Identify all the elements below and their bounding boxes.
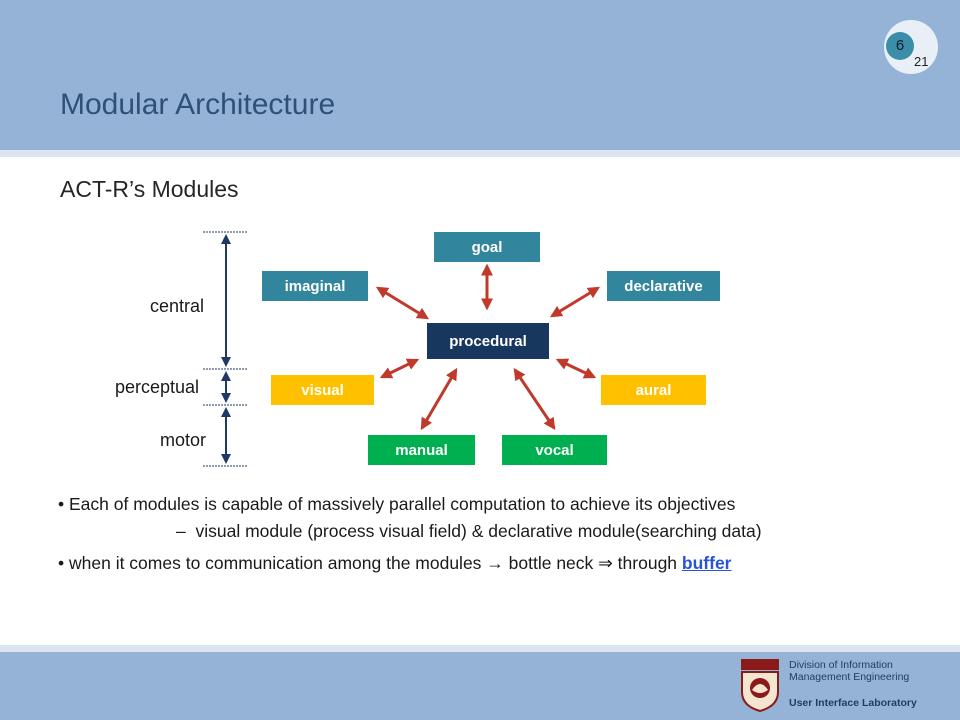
bullet-2-text: when it comes to communication among the…	[69, 553, 682, 573]
level-label-perceptual: perceptual	[115, 377, 200, 397]
page-number: 6	[886, 32, 914, 60]
page-total: 21	[914, 54, 929, 69]
footer-division-line-2: Management Engineering	[789, 671, 910, 683]
module-imaginal: imaginal	[262, 271, 368, 301]
footer-band	[0, 652, 960, 720]
level-label-motor: motor	[160, 430, 207, 450]
module-aural: aural	[601, 375, 706, 405]
module-goal: goal	[434, 232, 540, 262]
arrow-imaginal-procedural	[375, 286, 430, 320]
header-band	[0, 0, 960, 150]
arrow-declarative-procedural	[549, 286, 601, 318]
arrow-aural-procedural	[555, 358, 597, 379]
footer-division-line-1: Division of Information	[789, 659, 893, 671]
arrow-visual-procedural	[379, 358, 420, 379]
sub-bullet-1-text: visual module (process visual field) & d…	[195, 521, 762, 541]
header-divider	[0, 150, 960, 157]
arrow-manual-procedural	[420, 367, 458, 431]
bullet-1: • Each of modules is capable of massivel…	[58, 494, 736, 514]
slide-title: Modular Architecture	[60, 88, 336, 121]
level-label-central: central	[150, 296, 205, 316]
bullet-1-text: Each of modules is capable of massively …	[69, 494, 736, 514]
module-visual: visual	[271, 375, 374, 405]
slide-subtitle: ACT-R’s Modules	[60, 176, 239, 202]
module-vocal: vocal	[502, 435, 607, 465]
buffer-link[interactable]: buffer	[681, 553, 732, 573]
sub-bullet-1: – visual module (process visual field) &…	[176, 521, 762, 541]
footer-divider	[0, 645, 960, 652]
footer-lab-name: User Interface Laboratory	[789, 697, 917, 709]
university-logo	[741, 659, 779, 712]
arrow-vocal-procedural	[513, 368, 556, 430]
module-manual: manual	[368, 435, 475, 465]
bullet-2: • when it comes to communication among t…	[58, 553, 732, 573]
module-procedural: procedural	[427, 323, 549, 359]
module-declarative: declarative	[607, 271, 720, 301]
